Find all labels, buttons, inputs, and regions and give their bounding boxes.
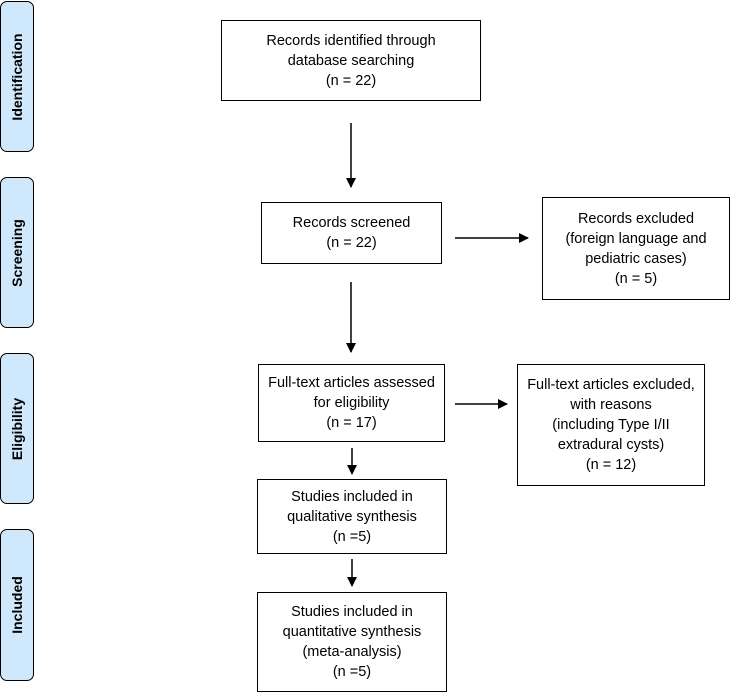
phase-included: Included (0, 529, 34, 681)
box-records-screened: Records screened (n = 22) (261, 202, 442, 264)
quantitative-line-1: Studies included in (291, 604, 413, 620)
box-records-excluded: Records excluded (foreign language and p… (542, 197, 730, 300)
box-qualitative-synthesis: Studies included in qualitative synthesi… (257, 479, 447, 554)
box-fulltext-assessed: Full-text articles assessed for eligibil… (258, 364, 445, 442)
fulltext-assessed-line-3: (n = 17) (326, 415, 377, 431)
phase-identification: Identification (0, 1, 34, 152)
qualitative-line-3: (n =5) (332, 528, 372, 545)
phase-screening: Screening (0, 177, 34, 328)
records-identified-line-1: Records identified through (266, 32, 436, 49)
quantitative-line-2: quantitative synthesis (282, 624, 422, 640)
box-records-identified: Records identified through database sear… (221, 20, 481, 101)
records-excluded-line-4: (n = 5) (614, 270, 658, 287)
records-screened-line-2: (n = 22) (326, 235, 377, 251)
records-identified-line-2: database searching (287, 52, 415, 69)
records-screened-line-1: Records screened (292, 215, 411, 231)
fulltext-excluded-line-5: (n = 12) (585, 457, 637, 473)
records-excluded-line-1: Records excluded (577, 210, 695, 227)
records-excluded-line-3: pediatric cases) (585, 250, 687, 267)
box-quantitative-synthesis: Studies included in quantitative synthes… (257, 592, 447, 692)
qualitative-line-2: qualitative synthesis (287, 508, 417, 525)
fulltext-assessed-line-1: Full-text articles assessed (268, 375, 435, 391)
box-fulltext-excluded: Full-text articles excluded, with reason… (517, 364, 705, 486)
quantitative-line-3: (meta-analysis) (302, 644, 402, 660)
phase-eligibility: Eligibility (0, 353, 34, 504)
records-identified-line-3: (n = 22) (325, 72, 377, 89)
fulltext-excluded-line-4: extradural cysts) (557, 437, 665, 453)
fulltext-excluded-line-3: (including Type I/II (552, 417, 670, 433)
fulltext-assessed-line-2: for eligibility (313, 395, 390, 411)
fulltext-excluded-line-2: with reasons (570, 397, 652, 413)
fulltext-excluded-line-1: Full-text articles excluded, (527, 377, 695, 393)
quantitative-line-4: (n =5) (332, 664, 372, 680)
records-excluded-line-2: (foreign language and (565, 230, 707, 247)
qualitative-line-1: Studies included in (291, 488, 413, 505)
